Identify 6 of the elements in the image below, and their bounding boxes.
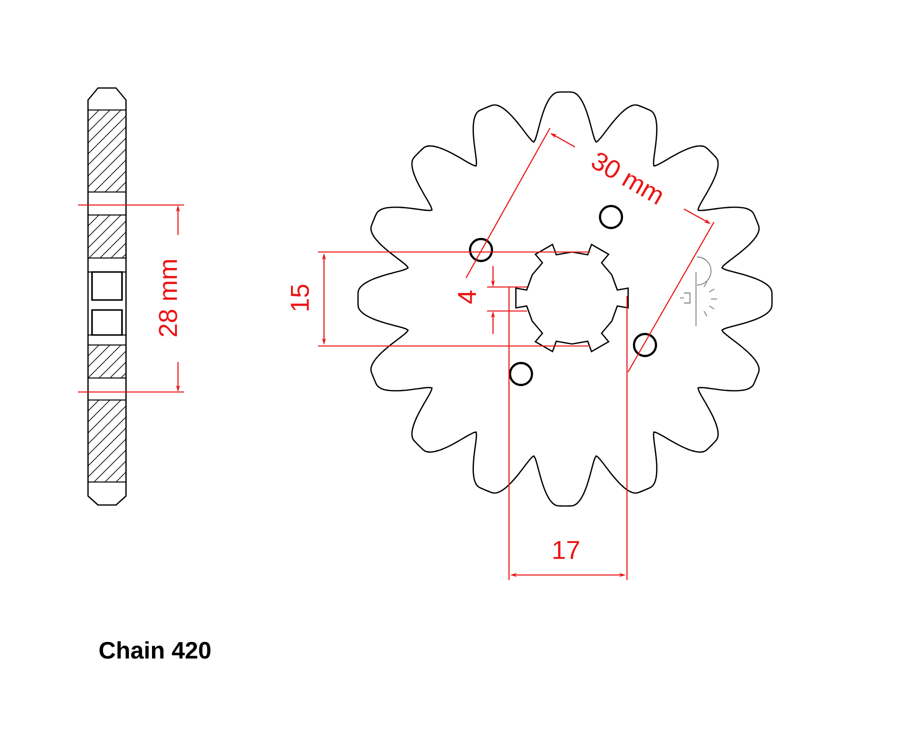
dimension-label: 30 mm [592, 152, 662, 205]
dimension-label: 17 [554, 541, 580, 559]
dimension-label: 28 mm [158, 260, 178, 336]
dimension-label: 15 [290, 284, 310, 310]
dimension-label: 4 [458, 290, 476, 304]
chain-size-label: Chain 420 [100, 641, 210, 659]
